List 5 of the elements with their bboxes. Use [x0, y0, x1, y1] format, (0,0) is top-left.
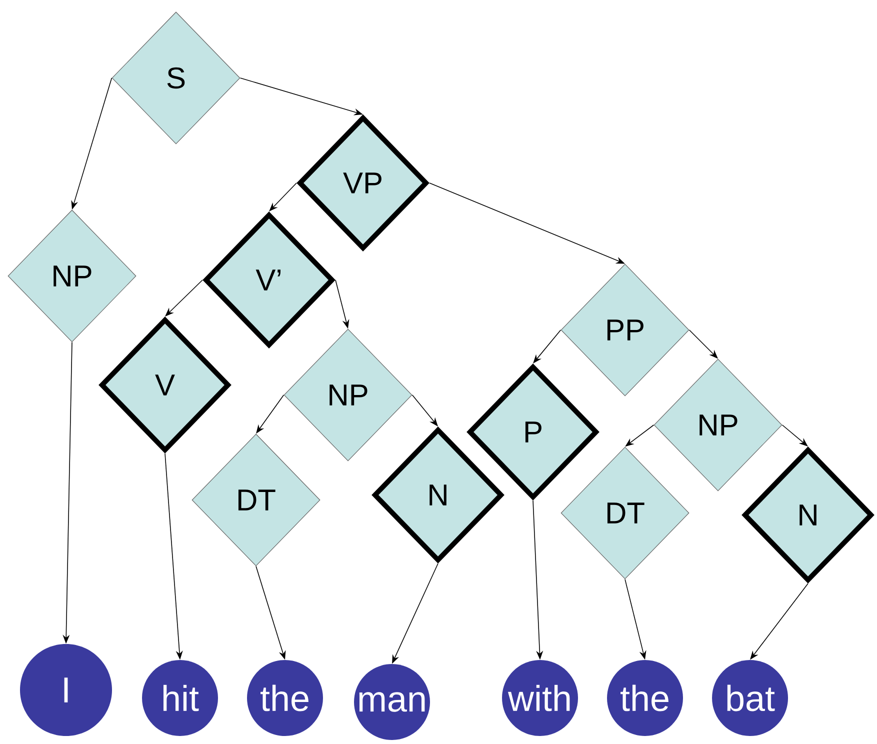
arrow: [165, 280, 203, 316]
arrow: [412, 394, 438, 426]
arrow: [533, 330, 562, 364]
arrow: [269, 182, 297, 212]
arrow: [782, 424, 808, 446]
